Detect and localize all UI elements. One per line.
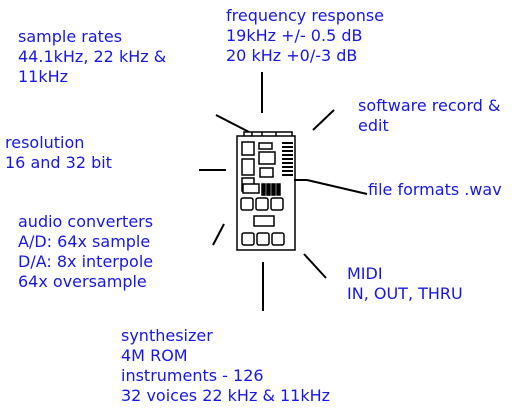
- label-file-formats: file formats .wav: [368, 180, 502, 200]
- resolution-heading: resolution: [5, 133, 85, 152]
- synthesizer-line-1: 4M ROM: [121, 346, 188, 365]
- audio-converters-line-3: 64x oversample: [18, 272, 147, 291]
- label-resolution: resolution 16 and 32 bit: [5, 133, 112, 173]
- software-line-2: edit: [358, 116, 389, 135]
- card-edge-connector: [282, 142, 307, 181]
- sample-rates-line-2: 11kHz: [18, 67, 69, 86]
- frequency-response-line-1: 19kHz +/- 0.5 dB: [226, 26, 363, 45]
- audio-converters-line-1: A/D: 64x sample: [18, 232, 151, 251]
- audio-converters-heading: audio converters: [18, 212, 154, 231]
- resolution-line-1: 16 and 32 bit: [5, 153, 112, 172]
- label-sample-rates: sample rates 44.1kHz, 22 kHz & 11kHz: [18, 27, 166, 87]
- file-formats-line-1: file formats .wav: [368, 180, 502, 199]
- midi-heading: MIDI: [347, 264, 383, 283]
- sample-rates-heading: sample rates: [18, 27, 123, 46]
- sound-card-board-icon: [236, 131, 296, 251]
- label-frequency-response: frequency response 19kHz +/- 0.5 dB 20 k…: [226, 6, 384, 66]
- frequency-response-line-2: 20 kHz +0/-3 dB: [226, 46, 358, 65]
- connector-audio-converters: [212, 223, 225, 246]
- audio-converters-line-2: D/A: 8x interpole: [18, 252, 154, 271]
- connector-sample-rates: [215, 114, 250, 133]
- sample-rates-line-1: 44.1kHz, 22 kHz &: [18, 47, 167, 66]
- synthesizer-line-3: 32 voices 22 kHz & 11kHz: [121, 386, 331, 405]
- midi-line-1: IN, OUT, THRU: [347, 284, 463, 303]
- synthesizer-line-2: instruments - 126: [121, 366, 264, 385]
- label-audio-converters: audio converters A/D: 64x sample D/A: 8x…: [18, 212, 153, 292]
- label-synthesizer: synthesizer 4M ROM instruments - 126 32 …: [121, 326, 330, 406]
- label-software: software record & edit: [358, 96, 500, 136]
- connector-software: [312, 109, 335, 131]
- synthesizer-heading: synthesizer: [121, 326, 213, 345]
- frequency-response-heading: frequency response: [226, 6, 385, 25]
- connector-file-formats: [306, 179, 368, 195]
- software-line-1: software record &: [358, 96, 501, 115]
- connector-midi: [303, 253, 327, 279]
- label-midi: MIDI IN, OUT, THRU: [347, 264, 463, 304]
